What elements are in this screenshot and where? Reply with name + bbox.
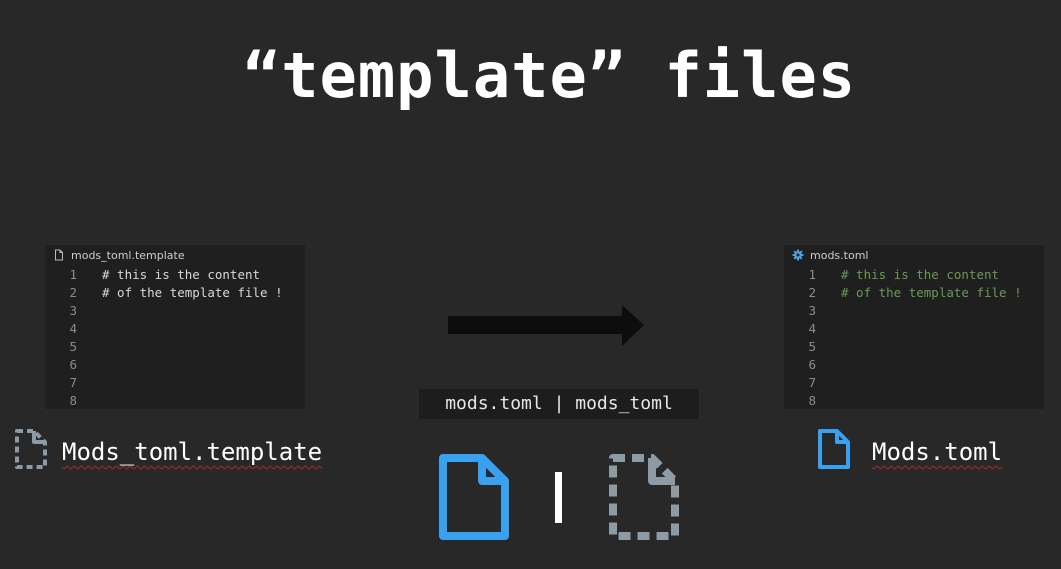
code-line: 6 — [45, 356, 305, 374]
line-number: 6 — [808, 357, 816, 372]
code-line: 2 # of the template file ! — [45, 284, 305, 302]
code-line: 3 — [784, 302, 1044, 320]
line-number: 3 — [808, 303, 816, 318]
line-number: 4 — [808, 321, 816, 336]
dashed-file-icon — [14, 428, 48, 476]
tab-label: mods.toml — [810, 248, 869, 262]
line-number: 2 — [808, 285, 816, 300]
code-text: # of the template file ! — [841, 285, 1022, 300]
code-line: 5 — [45, 338, 305, 356]
code-line: 4 — [45, 320, 305, 338]
code-lines[interactable]: 1 # this is the content 2 # of the templat… — [784, 265, 1044, 410]
code-line: 4 — [784, 320, 1044, 338]
line-number: 1 — [808, 267, 816, 282]
gear-icon — [792, 249, 804, 261]
dashed-file-icon-large — [608, 453, 680, 545]
code-line: 8 — [45, 392, 305, 410]
template-editor: mods_toml.template 1 # this is the conten… — [45, 245, 305, 409]
code-line: 1 # this is the content — [45, 266, 305, 284]
file-icon — [817, 428, 851, 476]
code-line: 3 — [45, 302, 305, 320]
tab-label: mods_toml.template — [71, 248, 185, 262]
code-line: 7 — [45, 374, 305, 392]
line-number: 8 — [808, 393, 816, 408]
line-number: 3 — [69, 303, 77, 318]
line-number: 5 — [808, 339, 816, 354]
output-editor: mods.toml 1 # this is the content 2 # of t… — [784, 245, 1044, 409]
right-arrow-icon — [448, 305, 644, 351]
line-number: 1 — [69, 267, 77, 282]
template-file-name: Mods_toml.template — [62, 438, 323, 466]
output-file-name: Mods.toml — [872, 438, 1003, 466]
solid-file-icon — [438, 453, 510, 545]
line-number: 2 — [69, 285, 77, 300]
slide-title: “template” files — [242, 39, 857, 112]
line-number: 4 — [69, 321, 77, 336]
code-line: 1 # this is the content — [784, 266, 1044, 284]
divider-bar — [555, 472, 562, 523]
line-number: 7 — [808, 375, 816, 390]
line-number: 5 — [69, 339, 77, 354]
code-lines[interactable]: 1 # this is the content 2 # of the templat… — [45, 265, 305, 410]
editor-tab-output[interactable]: mods.toml — [784, 245, 1044, 265]
line-number: 6 — [69, 357, 77, 372]
code-line: 5 — [784, 338, 1044, 356]
code-text: # of the template file ! — [102, 285, 283, 300]
file-icon — [53, 249, 65, 261]
code-line: 6 — [784, 356, 1044, 374]
mapping-label: mods.toml | mods_toml — [419, 389, 699, 419]
editor-tab-template[interactable]: mods_toml.template — [45, 245, 305, 265]
code-line: 8 — [784, 392, 1044, 410]
line-number: 7 — [69, 375, 77, 390]
code-line: 7 — [784, 374, 1044, 392]
code-text: # this is the content — [841, 267, 1000, 282]
code-line: 2 # of the template file ! — [784, 284, 1044, 302]
template-file-label: Mods_toml.template — [14, 428, 322, 476]
line-number: 8 — [69, 393, 77, 408]
code-text: # this is the content — [102, 267, 261, 282]
output-file-label: Mods.toml — [817, 428, 1002, 476]
